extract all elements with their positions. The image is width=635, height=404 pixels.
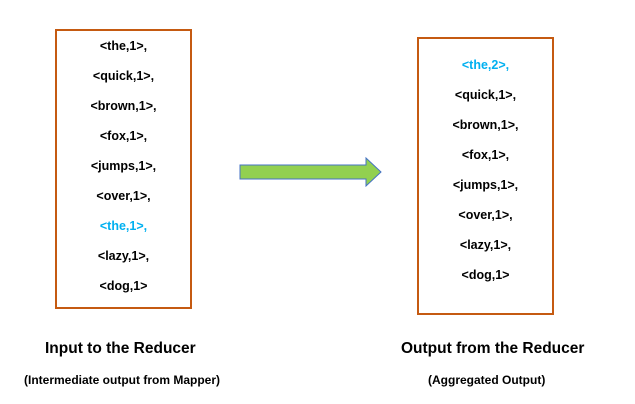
input-item: <the,1>, bbox=[99, 219, 148, 233]
reducer-output-box: <the,2>, <quick,1>, <brown,1>, <fox,1>, <jum… bbox=[417, 37, 554, 315]
output-item: <the,2>, bbox=[461, 58, 510, 72]
input-item: <the,1>, bbox=[99, 39, 148, 53]
output-item: <jumps,1>, bbox=[452, 178, 519, 192]
input-item: <jumps,1>, bbox=[90, 159, 157, 173]
output-item: <dog,1> bbox=[461, 268, 510, 282]
output-title: Output from the Reducer bbox=[401, 340, 585, 357]
input-item: <over,1>, bbox=[96, 189, 151, 203]
output-item: <brown,1>, bbox=[452, 118, 519, 132]
output-item: <over,1>, bbox=[458, 208, 513, 222]
right-arrow-icon bbox=[239, 157, 382, 187]
input-subtitle: (Intermediate output from Mapper) bbox=[24, 373, 221, 387]
input-item: <lazy,1>, bbox=[97, 249, 150, 263]
output-item: <fox,1>, bbox=[461, 148, 510, 162]
output-item: <quick,1>, bbox=[454, 88, 517, 102]
input-title: Input to the Reducer bbox=[45, 340, 196, 357]
input-item: <fox,1>, bbox=[99, 129, 148, 143]
input-item: <quick,1>, bbox=[92, 69, 155, 83]
output-subtitle: (Aggregated Output) bbox=[428, 373, 546, 387]
input-item: <dog,1> bbox=[99, 279, 148, 293]
input-item: <brown,1>, bbox=[90, 99, 157, 113]
output-item: <lazy,1>, bbox=[459, 238, 512, 252]
reducer-input-box: <the,1>, <quick,1>, <brown,1>, <fox,1>, <jum… bbox=[55, 29, 192, 309]
